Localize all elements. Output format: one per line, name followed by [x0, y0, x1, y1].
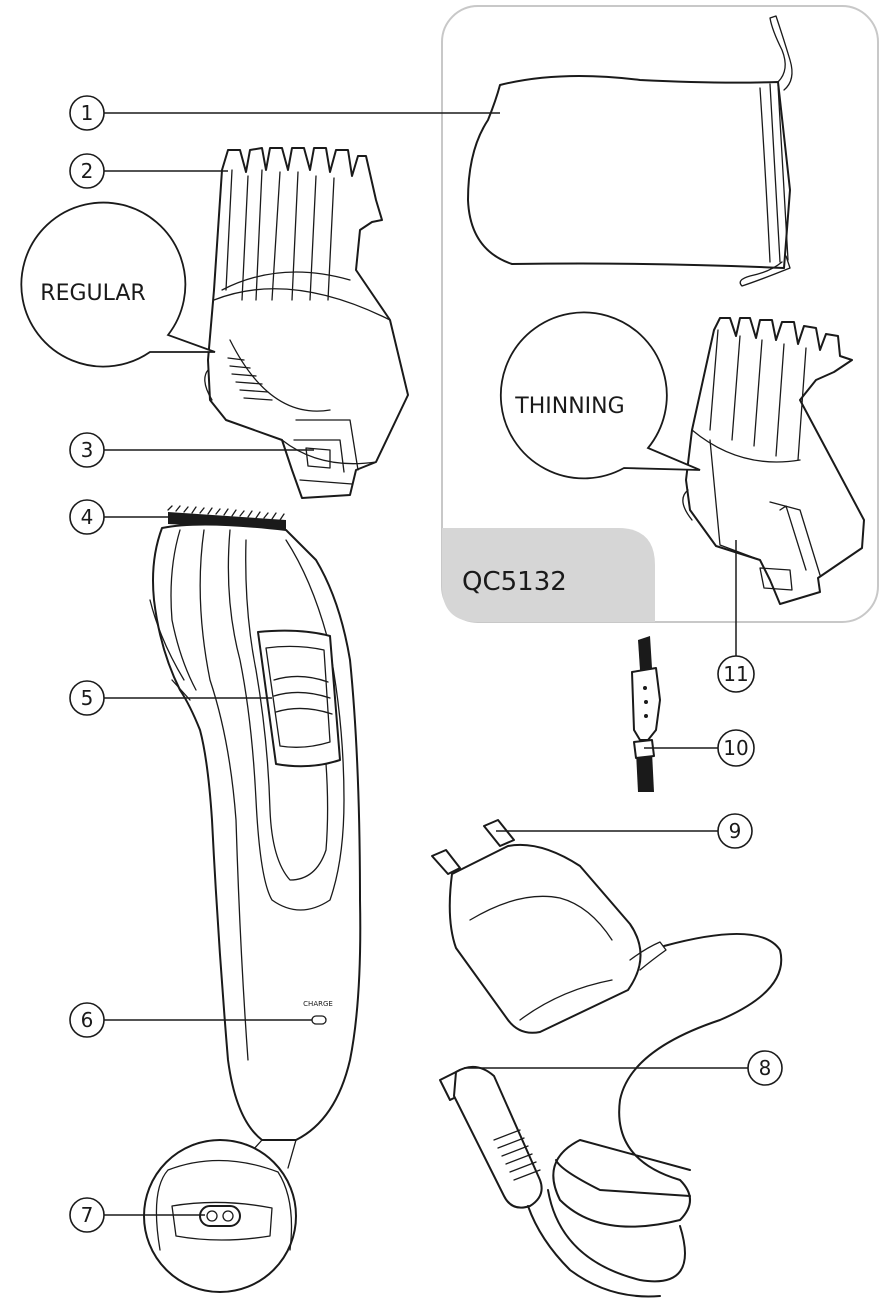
power-adapter — [431, 819, 783, 1283]
callout-8: 8 — [747, 1050, 783, 1086]
svg-text:3: 3 — [81, 438, 94, 462]
callout-9: 9 — [717, 813, 753, 849]
charge-label: CHARGE — [303, 1000, 333, 1008]
leader-lines — [104, 112, 748, 1216]
svg-text:5: 5 — [81, 686, 94, 710]
model-label: QC5132 — [462, 567, 567, 597]
callout-10: 10 — [717, 729, 755, 767]
svg-text:11: 11 — [723, 662, 748, 686]
storage-pouch — [467, 15, 793, 287]
thinning-bubble: THINNING — [499, 311, 701, 480]
svg-text:4: 4 — [81, 505, 94, 529]
hair-clipper: CHARGE — [149, 505, 362, 1141]
svg-text:9: 9 — [729, 819, 742, 843]
regular-bubble: REGULAR — [20, 201, 216, 368]
callout-5: 5 — [69, 680, 105, 716]
callout-2: 2 — [69, 153, 105, 189]
callout-4: 4 — [69, 499, 105, 535]
svg-text:10: 10 — [723, 736, 748, 760]
svg-text:8: 8 — [759, 1056, 772, 1080]
callout-3: 3 — [69, 432, 105, 468]
svg-text:2: 2 — [81, 159, 94, 183]
cleaning-brush — [631, 636, 661, 792]
callout-1: 1 — [69, 95, 105, 131]
thinning-comb — [682, 317, 865, 605]
callout-6: 6 — [69, 1002, 105, 1038]
callout-7: 7 — [69, 1197, 105, 1233]
small-plug — [439, 1065, 661, 1298]
regular-comb — [204, 147, 409, 499]
svg-text:6: 6 — [81, 1008, 94, 1032]
svg-text:1: 1 — [81, 101, 94, 125]
callout-11: 11 — [717, 655, 755, 693]
regular-label: REGULAR — [40, 281, 145, 306]
socket-inset — [143, 1139, 297, 1293]
thinning-label: THINNING — [514, 394, 624, 419]
model-tab — [442, 528, 655, 622]
svg-text:7: 7 — [81, 1203, 94, 1227]
